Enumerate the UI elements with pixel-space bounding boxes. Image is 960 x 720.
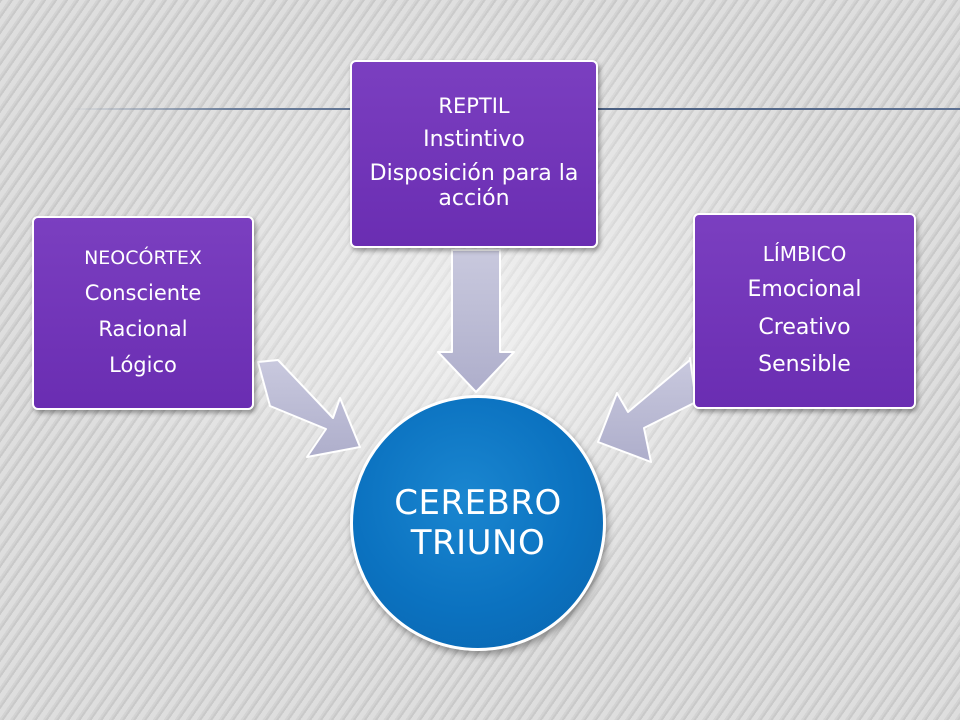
node-neocortex-title: NEOCÓRTEX: [84, 246, 202, 269]
node-limbico-title: LÍMBICO: [762, 242, 847, 267]
center-node-cerebro-triuno: CEREBRO TRIUNO: [350, 395, 606, 651]
center-node-line-1: CEREBRO: [394, 482, 562, 523]
node-reptil: REPTIL Instintivo Disposición para la ac…: [350, 60, 598, 248]
node-limbico-item-2: Creativo: [758, 314, 851, 340]
node-neocortex-item-2: Racional: [98, 316, 188, 341]
node-limbico-item-3: Sensible: [758, 352, 851, 378]
node-neocortex: NEOCÓRTEX Consciente Racional Lógico: [32, 216, 254, 410]
node-limbico: LÍMBICO Emocional Creativo Sensible: [693, 213, 916, 409]
node-neocortex-item-1: Consciente: [84, 280, 202, 305]
node-reptil-title: REPTIL: [438, 94, 510, 119]
arrow-neocortex-to-center: [257, 359, 361, 458]
node-reptil-item-2: Disposición para la acción: [369, 161, 579, 211]
center-node-line-2: TRIUNO: [410, 523, 546, 563]
arrow-limbico-to-center: [597, 357, 697, 463]
node-reptil-item-1: Instintivo: [423, 127, 525, 153]
arrow-reptil-to-center: [437, 249, 515, 393]
node-limbico-item-1: Emocional: [747, 277, 862, 303]
node-neocortex-item-3: Lógico: [109, 352, 177, 377]
